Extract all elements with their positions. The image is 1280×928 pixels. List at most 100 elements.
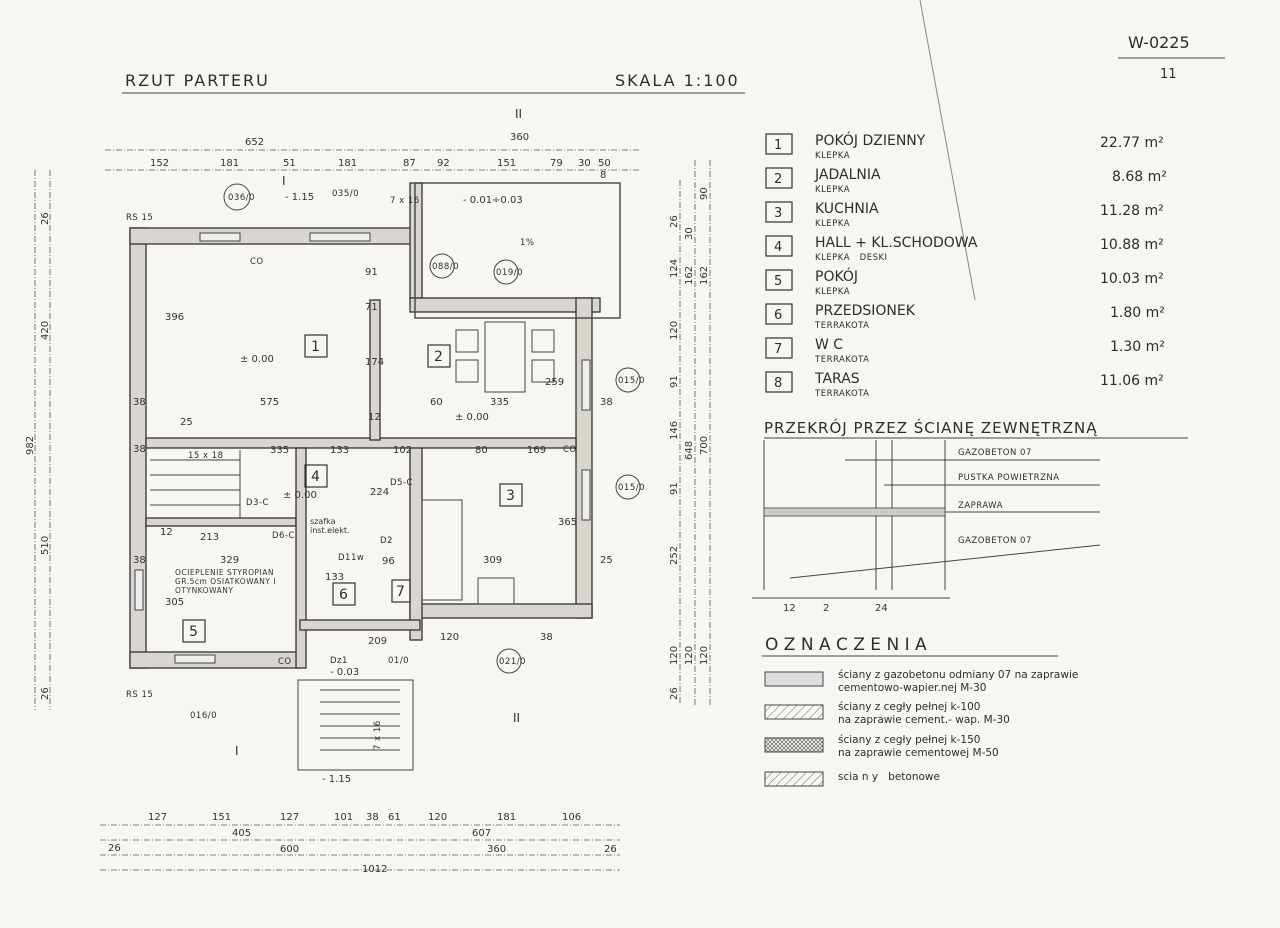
svg-text:ZAPRAWA: ZAPRAWA bbox=[958, 501, 1003, 511]
svg-text:10.88 m²: 10.88 m² bbox=[1100, 237, 1164, 253]
svg-text:26: 26 bbox=[40, 212, 51, 225]
room-tags: 1 2 3 4 5 6 7 bbox=[182, 334, 523, 643]
section-mark-top: II bbox=[515, 107, 522, 121]
svg-text:scia n y betonowe: scia n y betonowe bbox=[838, 771, 940, 783]
svg-text:25: 25 bbox=[600, 555, 613, 566]
svg-text:D2: D2 bbox=[380, 536, 393, 546]
svg-text:71: 71 bbox=[365, 302, 378, 313]
svg-text:120: 120 bbox=[669, 646, 680, 665]
svg-text:91: 91 bbox=[669, 375, 680, 388]
svg-text:405: 405 bbox=[232, 828, 251, 839]
svg-text:61: 61 bbox=[388, 812, 401, 823]
svg-text:PRZEDSIONEK: PRZEDSIONEK bbox=[815, 303, 916, 319]
svg-text:ściany z cegły pełnej k-150: ściany z cegły pełnej k-150 bbox=[838, 734, 980, 746]
svg-text:87: 87 bbox=[403, 158, 416, 169]
svg-text:1: 1 bbox=[311, 339, 320, 355]
svg-text:151: 151 bbox=[497, 158, 516, 169]
svg-text:181: 181 bbox=[497, 812, 516, 823]
walls bbox=[129, 182, 621, 669]
left-dimensions: 26 420 510 26 982 bbox=[25, 170, 51, 710]
svg-text:5: 5 bbox=[774, 274, 782, 289]
svg-text:600: 600 bbox=[280, 844, 299, 855]
legend-swatch-brick-k150 bbox=[764, 737, 824, 753]
svg-text:Dz1: Dz1 bbox=[330, 656, 348, 666]
svg-text:181: 181 bbox=[220, 158, 239, 169]
plan-scale: SKALA 1:100 bbox=[615, 71, 740, 90]
plan-title: RZUT PARTERU bbox=[125, 71, 270, 90]
furniture bbox=[150, 321, 555, 771]
svg-text:700: 700 bbox=[699, 436, 710, 455]
svg-text:1.30 m²: 1.30 m² bbox=[1110, 339, 1165, 355]
svg-text:91: 91 bbox=[669, 482, 680, 495]
svg-text:JADALNIA: JADALNIA bbox=[814, 167, 881, 183]
insulation-note: OCIEPLENIE STYROPIAN GR.5cm OSIATKOWANY … bbox=[175, 568, 277, 595]
svg-text:± 0.00: ± 0.00 bbox=[240, 354, 274, 365]
svg-text:3: 3 bbox=[506, 488, 515, 504]
top-dimensions: 652 360 152 181 51 181 87 92 151 79 30 5… bbox=[105, 132, 640, 181]
svg-text:019/0: 019/0 bbox=[496, 268, 523, 278]
svg-text:329: 329 bbox=[220, 555, 239, 566]
stairs-internal bbox=[150, 450, 241, 518]
svg-text:1.80 m²: 1.80 m² bbox=[1110, 305, 1165, 321]
svg-text:127: 127 bbox=[280, 812, 299, 823]
svg-text:RS 15: RS 15 bbox=[126, 213, 153, 223]
svg-text:213: 213 bbox=[200, 532, 219, 543]
svg-text:120: 120 bbox=[699, 646, 710, 665]
svg-text:224: 224 bbox=[370, 487, 389, 498]
legend-swatch-brick-k100 bbox=[764, 704, 824, 720]
svg-text:38: 38 bbox=[600, 397, 613, 408]
svg-text:- 1.15: - 1.15 bbox=[322, 774, 351, 785]
svg-text:GAZOBETON 07: GAZOBETON 07 bbox=[958, 448, 1032, 458]
svg-text:GAZOBETON 07: GAZOBETON 07 bbox=[958, 536, 1032, 546]
svg-text:12: 12 bbox=[160, 527, 173, 538]
svg-text:60: 60 bbox=[430, 397, 443, 408]
section-title: PRZEKRÓJ PRZEZ ŚCIANĘ ZEWNĘTRZNĄ bbox=[764, 418, 1098, 437]
svg-text:7 x 16: 7 x 16 bbox=[390, 196, 420, 206]
svg-text:575: 575 bbox=[260, 397, 279, 408]
svg-text:1%: 1% bbox=[520, 238, 535, 248]
svg-text:KLEPKA: KLEPKA bbox=[815, 151, 850, 161]
svg-text:11.28 m²: 11.28 m² bbox=[1100, 203, 1164, 219]
svg-text:CO: CO bbox=[250, 257, 264, 267]
electric-cabinet-note: szafka inst.elekt. bbox=[310, 517, 350, 535]
svg-text:TERRAKOTA: TERRAKOTA bbox=[814, 389, 870, 399]
svg-text:309: 309 bbox=[483, 555, 502, 566]
svg-text:335: 335 bbox=[270, 445, 289, 456]
svg-text:8: 8 bbox=[774, 376, 782, 391]
svg-text:26: 26 bbox=[669, 215, 680, 228]
svg-text:1: 1 bbox=[774, 138, 782, 153]
svg-text:90: 90 bbox=[699, 187, 710, 200]
interior-annotations: 396 575 174 71 91 335 259 335 133 102 80… bbox=[126, 107, 645, 785]
svg-text:607: 607 bbox=[472, 828, 491, 839]
svg-text:- 0.03: - 0.03 bbox=[330, 667, 359, 678]
legend-swatch-concrete bbox=[764, 771, 824, 787]
svg-text:- 0.01÷0.03: - 0.01÷0.03 bbox=[463, 195, 523, 206]
svg-text:ściany z cegły pełnej k-100: ściany z cegły pełnej k-100 bbox=[838, 701, 980, 713]
svg-text:KLEPKA DESKI: KLEPKA DESKI bbox=[815, 253, 888, 263]
fold-line bbox=[919, 0, 976, 301]
svg-text:4: 4 bbox=[311, 469, 320, 485]
svg-text:209: 209 bbox=[368, 636, 387, 647]
svg-text:120: 120 bbox=[428, 812, 447, 823]
wall-section-detail: PRZEKRÓJ PRZEZ ŚCIANĘ ZEWNĘTRZNĄ GAZOBET… bbox=[752, 418, 1188, 614]
svg-text:30: 30 bbox=[578, 158, 591, 169]
svg-text:HALL + KL.SCHODOWA: HALL + KL.SCHODOWA bbox=[815, 235, 978, 251]
svg-text:7: 7 bbox=[774, 342, 782, 357]
svg-text:79: 79 bbox=[550, 158, 563, 169]
svg-text:38: 38 bbox=[366, 812, 379, 823]
svg-text:305: 305 bbox=[165, 597, 184, 608]
svg-text:2: 2 bbox=[434, 349, 443, 365]
svg-text:015/0: 015/0 bbox=[618, 483, 645, 493]
svg-text:D6-C: D6-C bbox=[272, 531, 295, 541]
svg-text:TARAS: TARAS bbox=[814, 371, 860, 387]
svg-text:38: 38 bbox=[133, 444, 146, 455]
svg-text:162: 162 bbox=[684, 266, 695, 285]
svg-text:510: 510 bbox=[40, 536, 51, 555]
stairs-entry bbox=[297, 679, 414, 771]
svg-text:- 1.15: - 1.15 bbox=[285, 192, 314, 203]
svg-text:38: 38 bbox=[133, 555, 146, 566]
